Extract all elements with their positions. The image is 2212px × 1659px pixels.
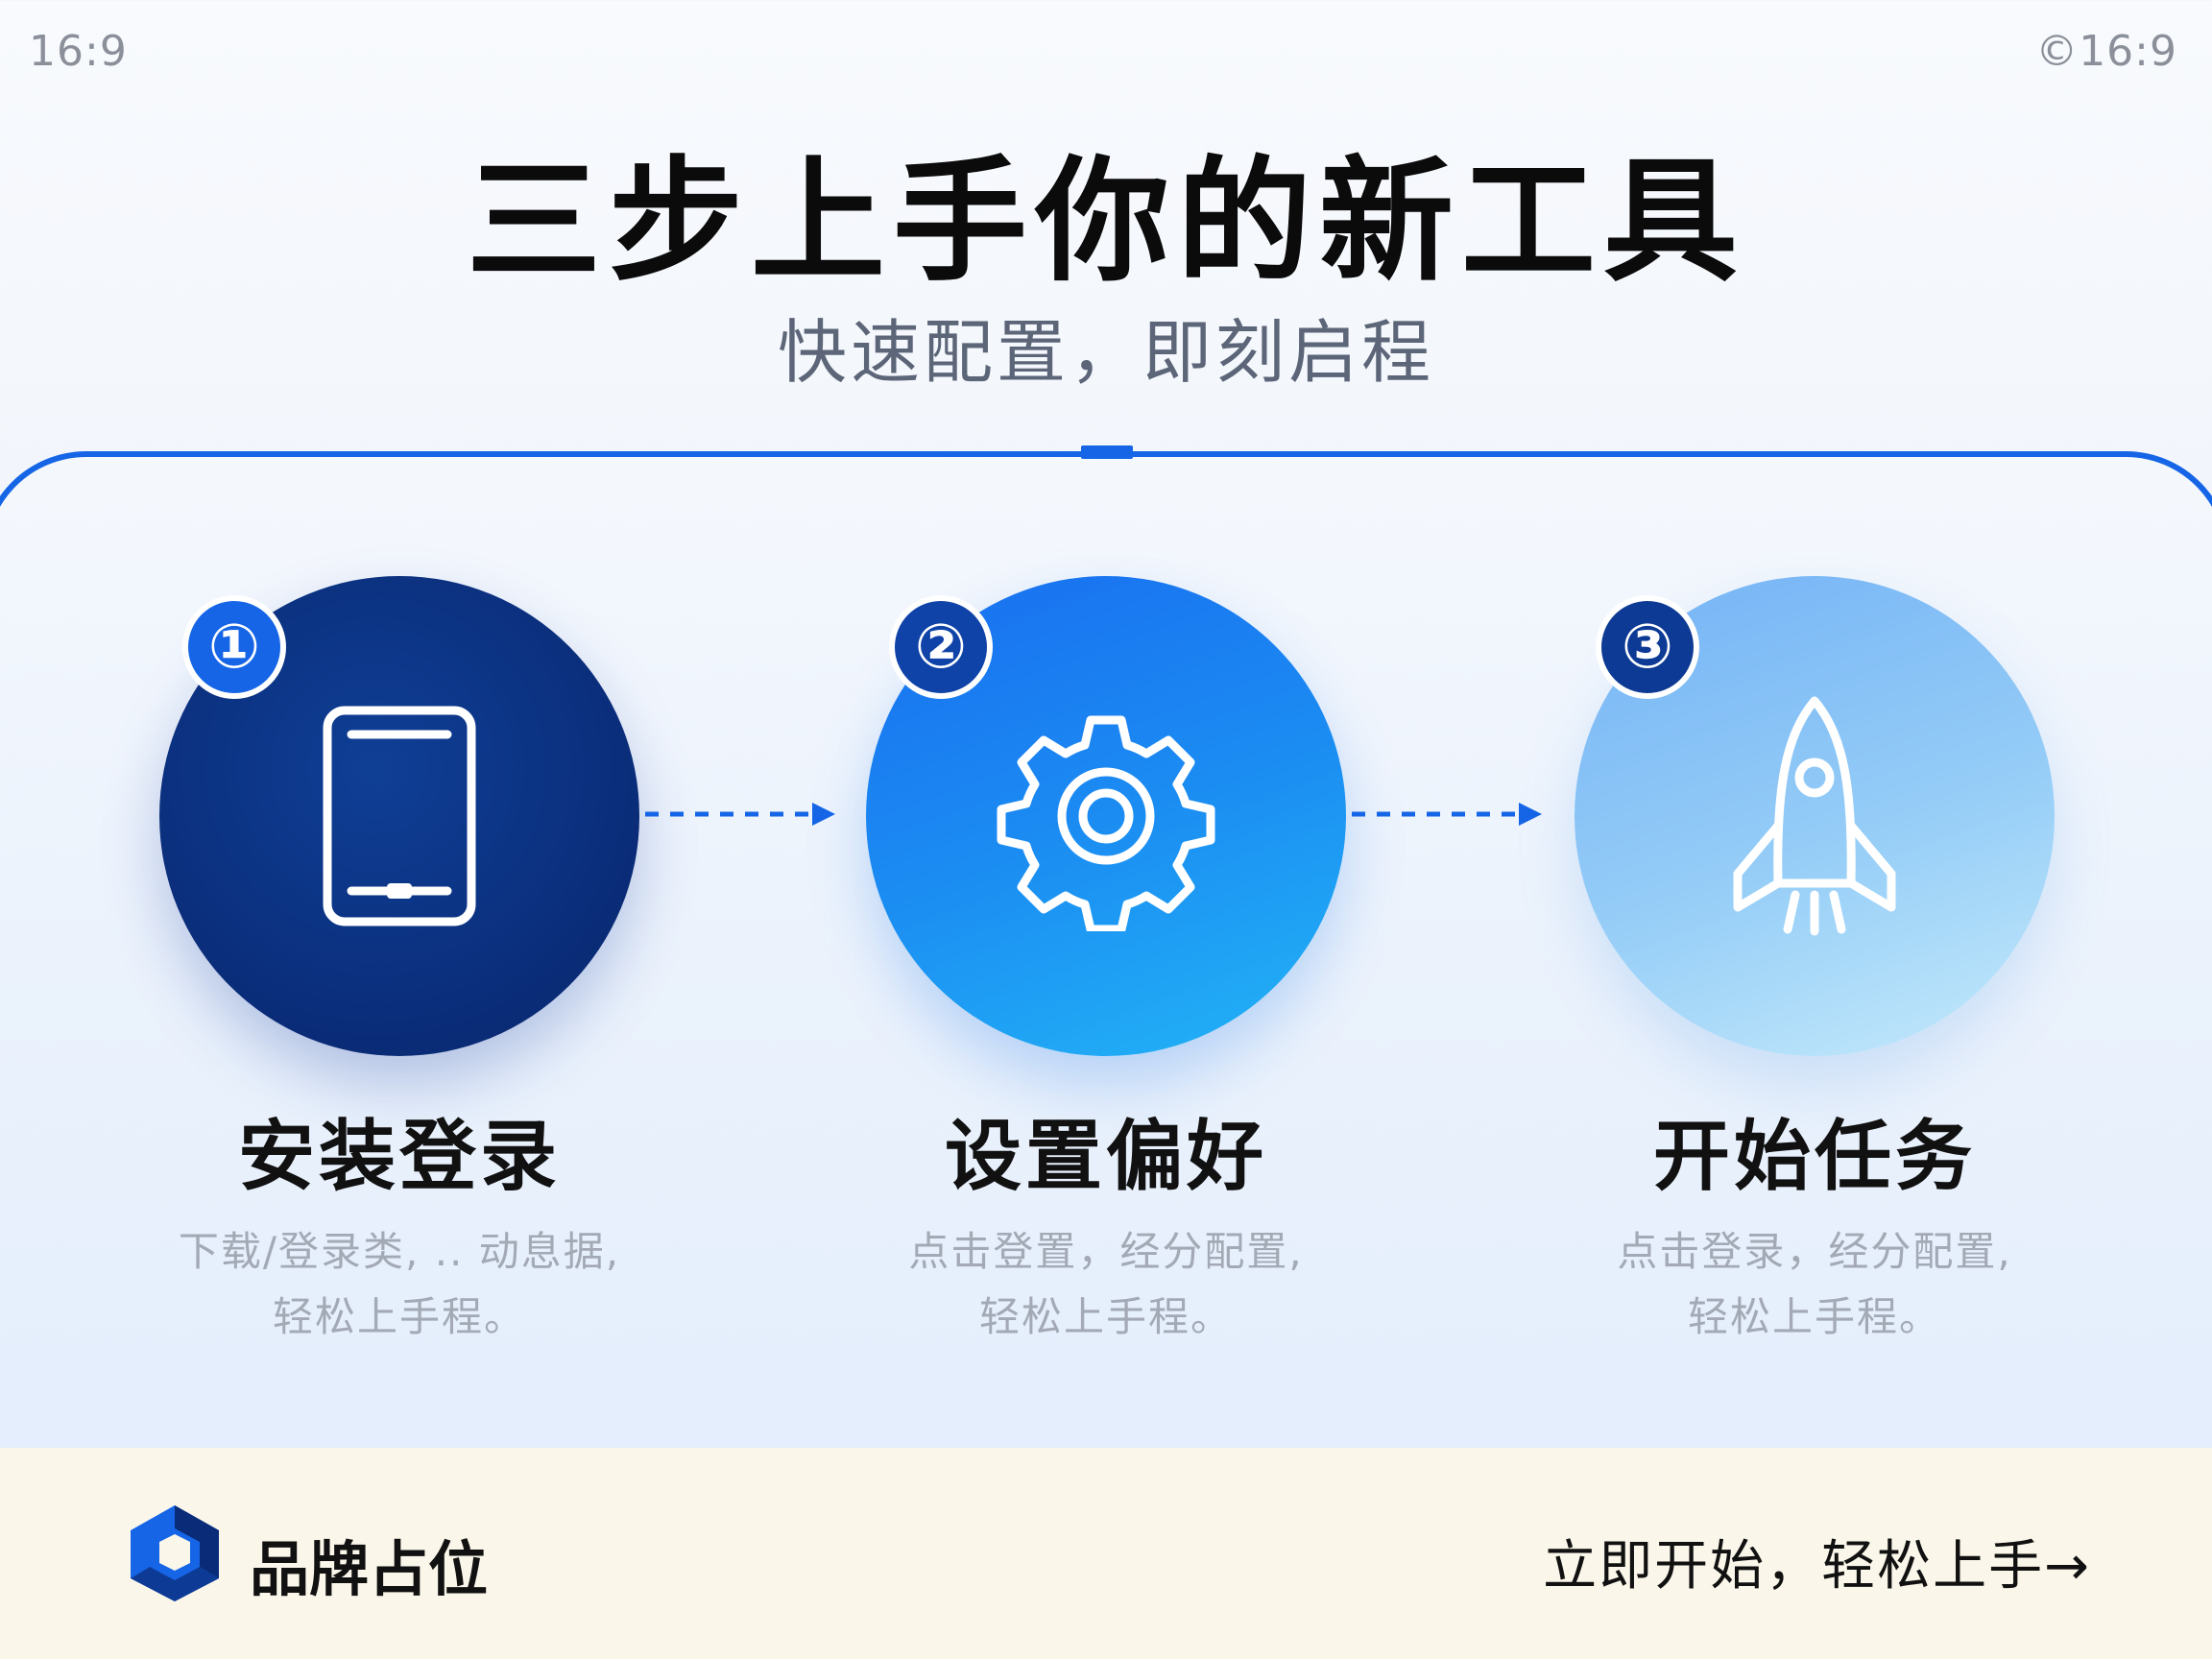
dashed-arrow-icon (1352, 803, 1542, 826)
page-title: 三步上手你的新工具 (466, 144, 1745, 301)
aspect-ratio-label-right: ©16:9 (2035, 27, 2177, 76)
step-1-badge: ① (182, 595, 286, 699)
page-subtitle: 快速配置，即刻启程 (777, 312, 1434, 393)
dashed-arrow-icon (645, 803, 835, 826)
step-1-desc-line-1: 下载/登录类, .. 动息据, (178, 1228, 621, 1275)
step-2-desc-line-1: 点击登置，经分配置, (908, 1228, 1304, 1275)
step-1-description: 下载/登录类, .. 动息据, 轻松上手程。 (111, 1219, 687, 1350)
aspect-ratio-label-left: 16:9 (29, 27, 128, 76)
brand-logo-icon (131, 1505, 219, 1601)
step-3-title: 开始任务 (1653, 1112, 1976, 1201)
step-3-description: 点击登录，经分配置, 轻松上手程。 (1527, 1219, 2103, 1350)
step-2-badge: ② (889, 595, 993, 699)
step-1-title: 安装登录 (238, 1112, 561, 1201)
step-2-title: 设置偏好 (945, 1112, 1267, 1201)
step-3-desc-line-1: 点击登录，经分配置, (1617, 1228, 2012, 1275)
step-3-badge: ③ (1596, 595, 1699, 699)
footer-bar (0, 1448, 2212, 1659)
rocket-icon (1733, 696, 1896, 936)
gear-icon (997, 715, 1215, 931)
step-2-description: 点击登置，经分配置, 轻松上手程。 (818, 1219, 1394, 1350)
panel-notch (1081, 445, 1133, 459)
smartphone-icon (323, 706, 476, 926)
cta-link[interactable]: 立即开始，轻松上手→ (1543, 1535, 2091, 1598)
step-1-desc-line-2: 轻松上手程。 (272, 1293, 526, 1340)
step-2-desc-line-2: 轻松上手程。 (978, 1293, 1233, 1340)
step-3-desc-line-2: 轻松上手程。 (1687, 1293, 1941, 1340)
brand-name: 品牌占位 (250, 1534, 489, 1604)
